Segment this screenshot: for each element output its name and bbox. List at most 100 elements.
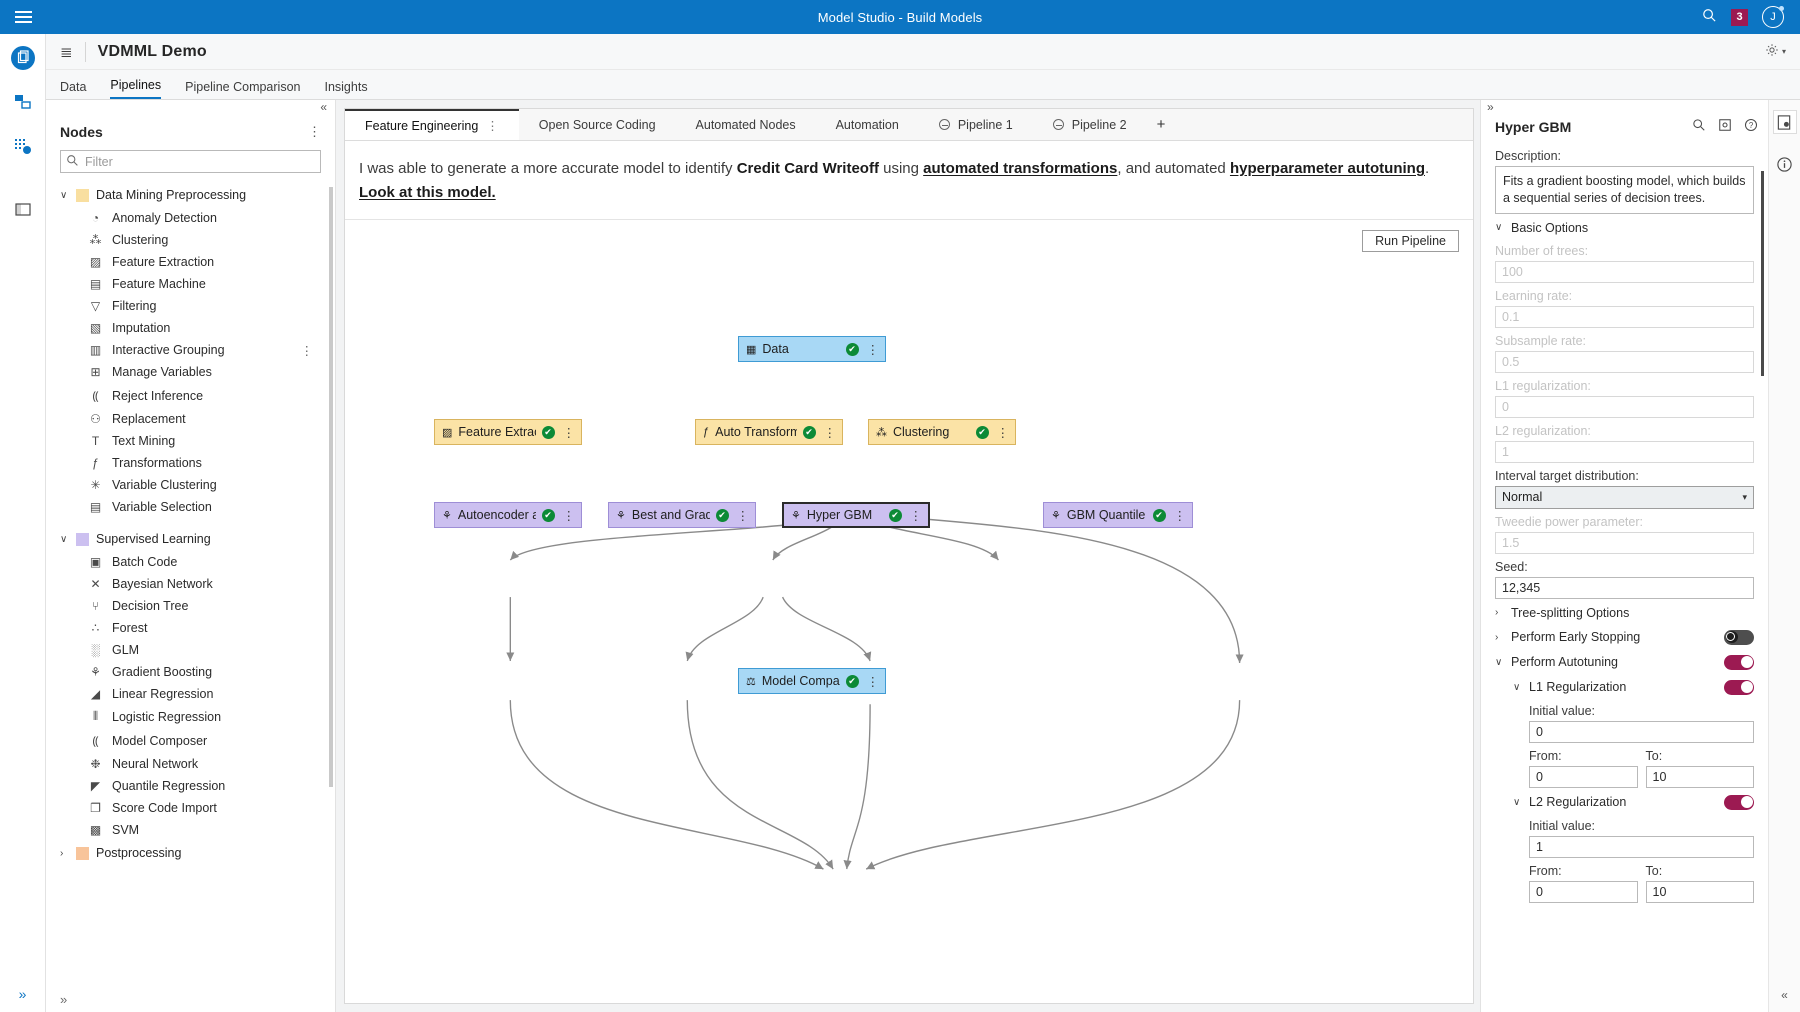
link-look-at-this-model[interactable]: Look at this model. bbox=[359, 184, 496, 201]
rail-expand-icon[interactable]: » bbox=[18, 986, 27, 1002]
pipeline-node-menu-icon[interactable]: ⋮ bbox=[562, 508, 576, 523]
reset-icon[interactable] bbox=[1718, 118, 1732, 135]
tree-group-data-mining-preprocessing[interactable]: ∨ Data Mining Preprocessing bbox=[46, 183, 335, 207]
link-hyperparameter-autotuning[interactable]: hyperparameter autotuning bbox=[1229, 160, 1425, 177]
section-basic-options[interactable]: ∨ Basic Options bbox=[1495, 214, 1754, 238]
pipeline-node-best-and-gradient[interactable]: ⚘Best and Gradier✔⋮ bbox=[608, 502, 756, 528]
section-l2-regularization[interactable]: ∨L2 Regularization bbox=[1495, 788, 1754, 813]
node-item-variable-clustering[interactable]: ✳Variable Clustering bbox=[46, 474, 335, 496]
properties-panel-icon[interactable] bbox=[1772, 110, 1797, 134]
properties-rail-collapse-icon[interactable]: « bbox=[1781, 988, 1788, 1002]
node-item-quantile-regression[interactable]: ◤Quantile Regression bbox=[46, 775, 335, 797]
nodes-panel-menu-icon[interactable]: ⋮ bbox=[308, 124, 321, 139]
node-item-score-code-import[interactable]: ❐Score Code Import bbox=[46, 797, 335, 819]
pipeline-node-menu-icon[interactable]: ⋮ bbox=[909, 508, 923, 523]
node-item-anomaly-detection[interactable]: ◔Anomaly Detection bbox=[46, 207, 335, 229]
help-icon[interactable]: ? bbox=[1744, 118, 1758, 135]
node-item-manage-variables[interactable]: ⊞Manage Variables bbox=[46, 361, 335, 383]
pipelines-icon[interactable] bbox=[9, 132, 37, 160]
add-pipeline-tab-button[interactable]: + bbox=[1156, 116, 1166, 133]
data-sources-icon[interactable] bbox=[9, 88, 37, 116]
node-item-neural-network[interactable]: ❉Neural Network bbox=[46, 753, 335, 775]
tab-insights[interactable]: Insights bbox=[324, 80, 368, 94]
pipeline-tab-automated-nodes[interactable]: Automated Nodes bbox=[676, 109, 816, 140]
info-icon[interactable] bbox=[1773, 152, 1797, 176]
pipeline-tab-menu-icon[interactable]: ⋮ bbox=[486, 119, 499, 133]
notification-badge[interactable]: 3 bbox=[1731, 8, 1748, 26]
tab-pipelines[interactable]: Pipelines bbox=[110, 78, 162, 99]
node-item-filtering[interactable]: ▽Filtering bbox=[46, 295, 335, 317]
node-item-menu-icon[interactable]: ⋮ bbox=[300, 343, 314, 358]
pipeline-node-feature-extraction[interactable]: ▨Feature Extractio.✔⋮ bbox=[434, 419, 582, 445]
chevron-down-icon[interactable]: ▾ bbox=[1781, 47, 1786, 56]
sidebar-expand-icon[interactable]: » bbox=[60, 991, 68, 1007]
pipeline-tab-feature-engineering[interactable]: Feature Engineering⋮ bbox=[345, 109, 519, 140]
pipeline-node-clustering[interactable]: ⁂Clustering✔⋮ bbox=[868, 419, 1016, 445]
node-item-reject-inference[interactable]: ⸨Reject Inference bbox=[46, 383, 335, 408]
l2-regularization-toggle[interactable] bbox=[1724, 794, 1754, 810]
pipeline-node-data[interactable]: ▦Data✔⋮ bbox=[738, 336, 886, 362]
l1-regularization-toggle[interactable] bbox=[1724, 679, 1754, 695]
pipeline-node-autoencoder[interactable]: ⚘Autoencoder an.✔⋮ bbox=[434, 502, 582, 528]
pipeline-node-menu-icon[interactable]: ⋮ bbox=[736, 508, 750, 523]
filter-input[interactable] bbox=[60, 150, 321, 173]
section-perform-early-stopping[interactable]: › Perform Early Stopping bbox=[1495, 623, 1754, 648]
node-item-feature-extraction[interactable]: ▨Feature Extraction bbox=[46, 251, 335, 273]
node-item-replacement[interactable]: ⚇Replacement bbox=[46, 408, 335, 430]
autotuning-toggle[interactable] bbox=[1724, 654, 1754, 670]
properties-scrollbar[interactable] bbox=[1761, 171, 1764, 376]
saved-items-icon[interactable] bbox=[9, 196, 37, 224]
l1-regularization-to-input[interactable] bbox=[1645, 765, 1754, 788]
search-icon[interactable] bbox=[1702, 8, 1717, 26]
l1-regularization-from-input[interactable] bbox=[1529, 765, 1638, 788]
field-select-interval-target-distribution[interactable]: Normal▾ bbox=[1495, 485, 1754, 509]
section-l1-regularization[interactable]: ∨L1 Regularization bbox=[1495, 673, 1754, 698]
link-automated-transformations[interactable]: automated transformations bbox=[923, 160, 1118, 177]
description-textbox[interactable]: Fits a gradient boosting model, which bu… bbox=[1495, 166, 1754, 214]
sidebar-collapse-icon[interactable]: « bbox=[46, 100, 335, 122]
gear-icon[interactable] bbox=[1765, 43, 1779, 60]
section-perform-autotuning[interactable]: ∨ Perform Autotuning bbox=[1495, 648, 1754, 673]
node-item-clustering[interactable]: ⁂Clustering bbox=[46, 229, 335, 251]
field-input-seed[interactable] bbox=[1495, 576, 1754, 599]
l1-regularization-initial-value-input[interactable] bbox=[1529, 720, 1754, 743]
pipeline-tab-pipeline-1[interactable]: Pipeline 1 bbox=[919, 109, 1033, 140]
node-item-svm[interactable]: ▩SVM bbox=[46, 819, 335, 841]
section-tree-splitting-options[interactable]: › Tree-splitting Options bbox=[1495, 599, 1754, 623]
hamburger-icon[interactable] bbox=[0, 11, 46, 23]
properties-collapse-icon[interactable]: » bbox=[1487, 100, 1494, 114]
pipeline-tab-pipeline-2[interactable]: Pipeline 2 bbox=[1033, 109, 1147, 140]
node-item-feature-machine[interactable]: ▤Feature Machine bbox=[46, 273, 335, 295]
pipeline-node-hyper-gbm[interactable]: ⚘Hyper GBM✔⋮ bbox=[782, 502, 930, 528]
pipeline-tab-open-source-coding[interactable]: Open Source Coding bbox=[519, 109, 676, 140]
node-item-imputation[interactable]: ▧Imputation bbox=[46, 317, 335, 339]
node-item-model-composer[interactable]: ⸨Model Composer bbox=[46, 728, 335, 753]
search-icon[interactable] bbox=[1692, 118, 1706, 135]
node-item-forest[interactable]: ∴Forest bbox=[46, 617, 335, 639]
node-item-variable-selection[interactable]: ▤Variable Selection bbox=[46, 496, 335, 518]
node-item-gradient-boosting[interactable]: ⚘Gradient Boosting bbox=[46, 661, 335, 683]
pipeline-node-menu-icon[interactable]: ⋮ bbox=[996, 425, 1010, 440]
pipeline-node-menu-icon[interactable]: ⋮ bbox=[866, 342, 880, 357]
node-item-batch-code[interactable]: ▣Batch Code bbox=[46, 551, 335, 573]
pipeline-node-menu-icon[interactable]: ⋮ bbox=[562, 425, 576, 440]
pipeline-node-gbm-quantile[interactable]: ⚘GBM Quantile Bi✔⋮ bbox=[1043, 502, 1193, 528]
l2-regularization-initial-value-input[interactable] bbox=[1529, 835, 1754, 858]
model-studio-icon[interactable] bbox=[9, 44, 37, 72]
tree-group-supervised-learning[interactable]: ∨ Supervised Learning bbox=[46, 527, 335, 551]
node-item-logistic-regression[interactable]: ⦀Logistic Regression bbox=[46, 705, 335, 728]
l2-regularization-to-input[interactable] bbox=[1645, 880, 1754, 903]
sidebar-scrollbar[interactable] bbox=[329, 187, 333, 787]
pipeline-node-menu-icon[interactable]: ⋮ bbox=[823, 425, 837, 440]
pipeline-tab-automation[interactable]: Automation bbox=[816, 109, 919, 140]
node-item-interactive-grouping[interactable]: ▥Interactive Grouping⋮ bbox=[46, 339, 335, 361]
early-stopping-toggle[interactable] bbox=[1724, 629, 1754, 645]
node-item-linear-regression[interactable]: ◢Linear Regression bbox=[46, 683, 335, 705]
l2-regularization-from-input[interactable] bbox=[1529, 880, 1638, 903]
tab-pipeline-comparison[interactable]: Pipeline Comparison bbox=[185, 80, 301, 94]
pipeline-node-menu-icon[interactable]: ⋮ bbox=[1173, 508, 1187, 523]
node-item-glm[interactable]: ░GLM bbox=[46, 639, 335, 661]
